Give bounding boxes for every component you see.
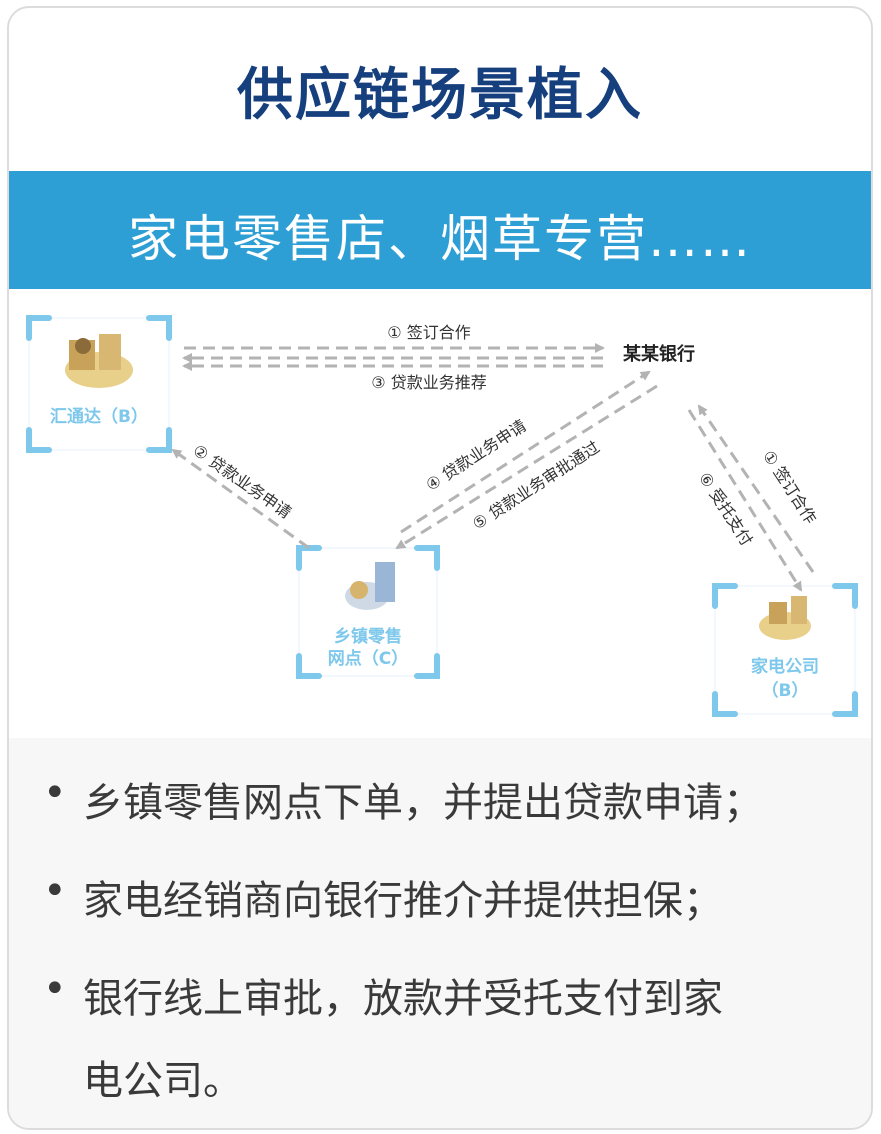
edge-pay: ⑥ 受托支付: [695, 469, 756, 549]
arrow-sign-right: [697, 404, 815, 573]
arrow-approved: [395, 384, 658, 550]
arrow-apply-b: [171, 448, 310, 550]
appliance-icon: [759, 596, 811, 640]
appliance-label-2: （B）: [762, 680, 809, 701]
arrow-pay: [687, 409, 803, 592]
page-title: 供应链场景植入: [237, 63, 643, 128]
node-appliance: 家电公司 （B）: [712, 583, 858, 717]
edge-recommend: ③ 贷款业务推荐: [371, 373, 486, 392]
retail-icon: [345, 562, 395, 610]
card: 供应链场景植入 家电零售店、烟草专营…… 汇通达（B）: [7, 6, 873, 1130]
diagram-svg: 汇通达（B） 乡镇零售 网点（C）: [26, 315, 858, 717]
edge-sign-top: ① 签订合作: [387, 323, 470, 342]
bullet-dot: •: [43, 966, 67, 1012]
bullet-text: 电公司。: [83, 1058, 243, 1104]
edge-sign-right: ① 签订合作: [759, 447, 820, 527]
node-huitongda: 汇通达（B）: [26, 315, 172, 453]
bullet-list: • 乡镇零售网点下单，并提出贷款申请； • 家电经销商向银行推介并提供担保； •…: [9, 738, 871, 1128]
banner: 家电零售店、烟草专营……: [9, 171, 871, 289]
edge-apply-b: ② 贷款业务申请: [189, 441, 294, 523]
banner-text: 家电零售店、烟草专营……: [128, 210, 752, 268]
huitongda-label: 汇通达（B）: [50, 406, 148, 427]
worker-icon: [65, 334, 133, 388]
arrow-apply-bank: [400, 370, 651, 534]
edge-apply-bank: ④ 贷款业务申请: [422, 416, 529, 495]
bullet-dot: •: [43, 770, 67, 816]
bullet-text: 银行线上审批，放款并受托支付到家: [83, 976, 723, 1022]
bullet-text: 家电经销商向银行推介并提供担保；: [83, 878, 723, 924]
appliance-label-1: 家电公司: [751, 656, 819, 677]
node-retail: 乡镇零售 网点（C）: [296, 545, 440, 679]
bullet-dot: •: [43, 868, 67, 914]
bullet-text: 乡镇零售网点下单，并提出贷款申请；: [83, 780, 763, 826]
bank-label: 某某银行: [623, 343, 695, 365]
retail-label-2: 网点（C）: [328, 648, 408, 669]
retail-label-1: 乡镇零售: [334, 626, 402, 647]
supply-chain-diagram: 汇通达（B） 乡镇零售 网点（C）: [9, 290, 871, 730]
